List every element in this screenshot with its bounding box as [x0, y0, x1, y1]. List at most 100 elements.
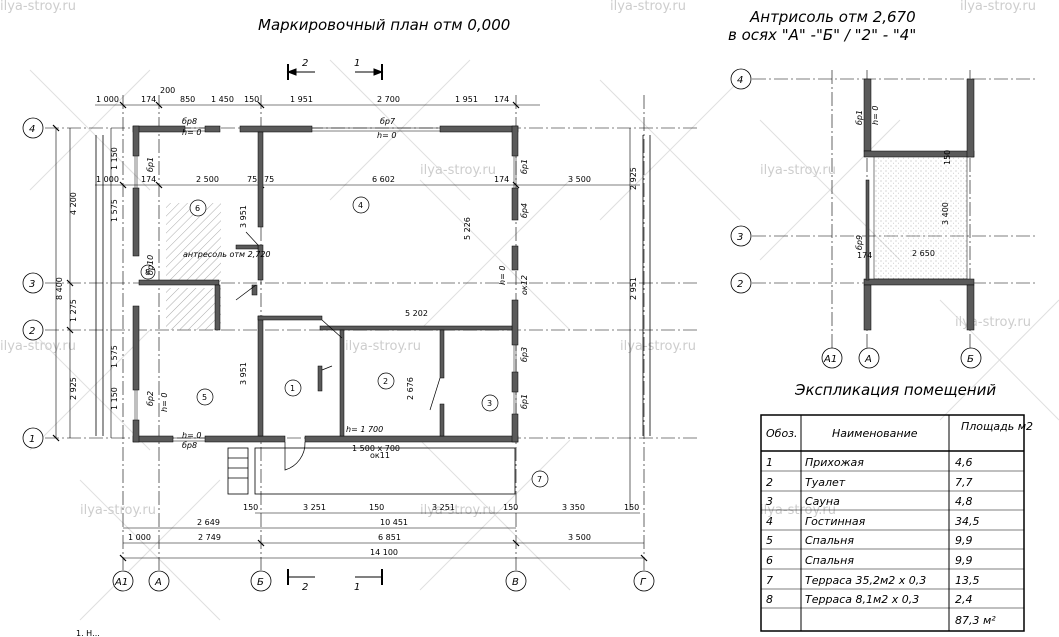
- room-number: 3: [487, 399, 492, 408]
- axis-label-a: А: [154, 577, 162, 588]
- svg-text:1 150: 1 150: [110, 387, 119, 410]
- walls: [132, 125, 519, 443]
- svg-text:h= 0: h= 0: [871, 106, 880, 125]
- svg-text:1 951: 1 951: [290, 95, 313, 104]
- svg-text:1 000: 1 000: [96, 175, 119, 184]
- svg-text:бр8: бр8: [182, 117, 197, 126]
- svg-text:150: 150: [624, 503, 639, 512]
- svg-text:ок12: ок12: [520, 275, 529, 295]
- section-label: 2: [302, 58, 308, 69]
- svg-text:1 500 х 700: 1 500 х 700: [352, 444, 400, 453]
- watermarks: ilya-stroy.ru ilya-stroy.ru ilya-stroy.r…: [0, 0, 1059, 621]
- svg-text:1 000: 1 000: [96, 95, 119, 104]
- svg-text:3 251: 3 251: [432, 503, 455, 512]
- svg-text:1 951: 1 951: [455, 95, 478, 104]
- svg-text:10 451: 10 451: [380, 518, 408, 527]
- svg-text:7,7: 7,7: [955, 476, 973, 489]
- svg-text:6 851: 6 851: [378, 533, 401, 542]
- svg-text:2 649: 2 649: [197, 518, 220, 527]
- left-dims: 4 200 8 400 1 275 2 925 1 575 1 150 1 57…: [55, 147, 119, 410]
- svg-text:бр10: бр10: [146, 255, 155, 275]
- svg-text:8: 8: [766, 593, 773, 606]
- section-label: 1: [354, 582, 360, 593]
- table-header-area: Площадь м2: [961, 420, 1033, 433]
- svg-text:850: 850: [180, 95, 195, 104]
- axis-label-4: 4: [29, 124, 35, 135]
- svg-text:14 100: 14 100: [370, 548, 398, 557]
- svg-text:6: 6: [766, 554, 773, 567]
- svg-text:1 150: 1 150: [110, 147, 119, 170]
- svg-text:4 200: 4 200: [69, 192, 78, 215]
- section-mark-top: [286, 64, 384, 80]
- svg-text:Гостинная: Гостинная: [805, 515, 866, 528]
- svg-text:бр3: бр3: [520, 347, 529, 362]
- svg-text:75: 75: [264, 175, 274, 184]
- svg-text:8 400: 8 400: [55, 277, 64, 300]
- watermark-text: ilya-stroy.ru: [760, 503, 836, 518]
- svg-text:бр1: бр1: [520, 159, 529, 174]
- room-number: 4: [358, 201, 363, 210]
- plan-title: Маркировочный план отм 0,000: [258, 16, 510, 34]
- svg-text:4: 4: [766, 515, 773, 528]
- svg-text:ок11: ок11: [370, 451, 390, 460]
- svg-text:h= 1 700: h= 1 700: [346, 425, 383, 434]
- bottom-dims: 150 3 251 150 3 251 150 3 350 150 2 649 …: [128, 503, 639, 557]
- watermark-text: ilya-stroy.ru: [0, 0, 76, 14]
- svg-text:3 951: 3 951: [239, 362, 248, 385]
- svg-text:3 400: 3 400: [941, 202, 950, 225]
- svg-text:Спальня: Спальня: [805, 554, 854, 567]
- explication-title: Экспликация помещений: [794, 381, 996, 399]
- axis-label-3: 3: [29, 279, 35, 290]
- svg-text:4,8: 4,8: [955, 495, 973, 508]
- room-number: 7: [537, 475, 542, 484]
- svg-text:5 226: 5 226: [463, 217, 472, 240]
- svg-text:1 575: 1 575: [110, 199, 119, 222]
- watermark-text: ilya-stroy.ru: [610, 0, 686, 14]
- svg-text:h= 0: h= 0: [182, 431, 201, 440]
- svg-text:2 925: 2 925: [629, 167, 638, 190]
- explication-table-grid: [760, 414, 1025, 632]
- room-number: 1: [290, 384, 295, 393]
- svg-text:3 350: 3 350: [562, 503, 585, 512]
- svg-text:h= 0: h= 0: [160, 393, 169, 412]
- section-label: 2: [302, 582, 308, 593]
- svg-text:5: 5: [766, 534, 773, 547]
- footnote: 1. Н...: [76, 629, 100, 637]
- svg-text:бр1: бр1: [146, 157, 155, 172]
- svg-text:174: 174: [857, 251, 872, 260]
- svg-text:174: 174: [494, 95, 509, 104]
- top-dims-row1: 1 000 174 200 850 1 450 150 1 951 2 700 …: [96, 86, 509, 104]
- watermark-text: ilya-stroy.ru: [955, 315, 1031, 330]
- right-dims: 2 925 2 951: [629, 167, 638, 300]
- axis-label-2: 2: [29, 326, 35, 337]
- svg-text:2 676: 2 676: [406, 377, 415, 400]
- svg-text:1 575: 1 575: [110, 345, 119, 368]
- svg-text:1: 1: [766, 456, 773, 469]
- svg-text:9,9: 9,9: [955, 554, 973, 567]
- svg-text:2 500: 2 500: [196, 175, 219, 184]
- table-total-row: 87,3 м²: [955, 614, 996, 627]
- table-header-code: Обоз.: [766, 427, 798, 440]
- svg-text:бр4: бр4: [520, 203, 529, 218]
- svg-text:2 749: 2 749: [198, 533, 221, 542]
- misc-annotations: антресоль отм 2,720 1 500 х 700 ок11 5 2…: [183, 205, 472, 460]
- svg-text:бр1: бр1: [855, 110, 864, 125]
- mezz-title-line2: в осях "А" -"Б" / "2" - "4": [728, 26, 916, 44]
- table-header-name: Наименование: [832, 427, 918, 440]
- svg-text:антресоль отм 2,720: антресоль отм 2,720: [183, 250, 271, 259]
- svg-text:3: 3: [766, 495, 773, 508]
- table-row: 6 Спальня 9,9: [766, 554, 973, 567]
- svg-text:h= 0: h= 0: [498, 266, 507, 285]
- svg-text:2 650: 2 650: [912, 249, 935, 258]
- svg-text:150: 150: [943, 150, 952, 165]
- svg-text:4: 4: [737, 75, 743, 86]
- svg-text:бр9: бр9: [855, 235, 864, 250]
- svg-text:2: 2: [737, 279, 743, 290]
- svg-text:2 951: 2 951: [629, 277, 638, 300]
- svg-text:9,9: 9,9: [955, 534, 973, 547]
